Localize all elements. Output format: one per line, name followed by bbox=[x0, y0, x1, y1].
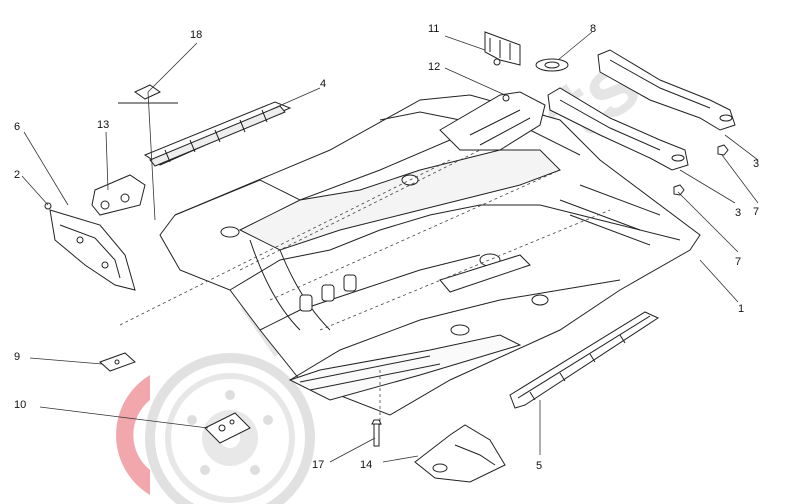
part-3-cross-member-upper[interactable] bbox=[597, 49, 736, 131]
callout-labels: 1 2 3 3 4 5 6 7 7 8 9 10 11 12 13 14 17 … bbox=[14, 23, 759, 472]
part-9-plate[interactable] bbox=[99, 352, 136, 372]
callout-13[interactable]: 13 bbox=[97, 119, 109, 131]
callout-18[interactable]: 18 bbox=[190, 29, 202, 41]
callout-8[interactable]: 8 bbox=[590, 23, 596, 35]
part-2-side-bracket[interactable] bbox=[44, 202, 136, 291]
callout-5[interactable]: 5 bbox=[536, 460, 542, 472]
callout-17[interactable]: 17 bbox=[312, 459, 324, 471]
part-14-bracket[interactable] bbox=[414, 424, 506, 483]
leader-lines bbox=[21, 31, 759, 463]
callout-7-lower[interactable]: 7 bbox=[735, 256, 741, 268]
callout-6[interactable]: 6 bbox=[14, 121, 20, 133]
part-8-grommet[interactable] bbox=[535, 58, 569, 72]
callout-3-upper[interactable]: 3 bbox=[753, 158, 759, 170]
part-11-bracket[interactable] bbox=[484, 31, 521, 66]
part-7-nut-lower[interactable] bbox=[673, 184, 685, 196]
part-3-cross-member-lower[interactable] bbox=[547, 87, 689, 171]
callout-10[interactable]: 10 bbox=[14, 399, 26, 411]
part-13-bracket[interactable] bbox=[91, 174, 146, 216]
callout-7-upper[interactable]: 7 bbox=[753, 206, 759, 218]
callout-9[interactable]: 9 bbox=[14, 351, 20, 363]
part-5-sill-rail[interactable] bbox=[509, 311, 660, 409]
callout-11[interactable]: 11 bbox=[428, 23, 439, 35]
callout-2[interactable]: 2 bbox=[14, 169, 20, 181]
part-18-plate[interactable] bbox=[118, 84, 178, 104]
part-10-plate[interactable] bbox=[204, 412, 251, 444]
callout-3-lower[interactable]: 3 bbox=[735, 207, 741, 219]
callout-1[interactable]: 1 bbox=[738, 303, 744, 315]
part-4-upper-rail[interactable] bbox=[143, 101, 292, 167]
part-17-stud[interactable] bbox=[371, 419, 382, 447]
part-7-nut-upper[interactable] bbox=[717, 144, 729, 156]
callout-14[interactable]: 14 bbox=[360, 459, 372, 471]
callout-4[interactable]: 4 bbox=[320, 78, 326, 90]
assembly-guide-lines bbox=[119, 119, 611, 425]
callout-12[interactable]: 12 bbox=[428, 61, 440, 73]
